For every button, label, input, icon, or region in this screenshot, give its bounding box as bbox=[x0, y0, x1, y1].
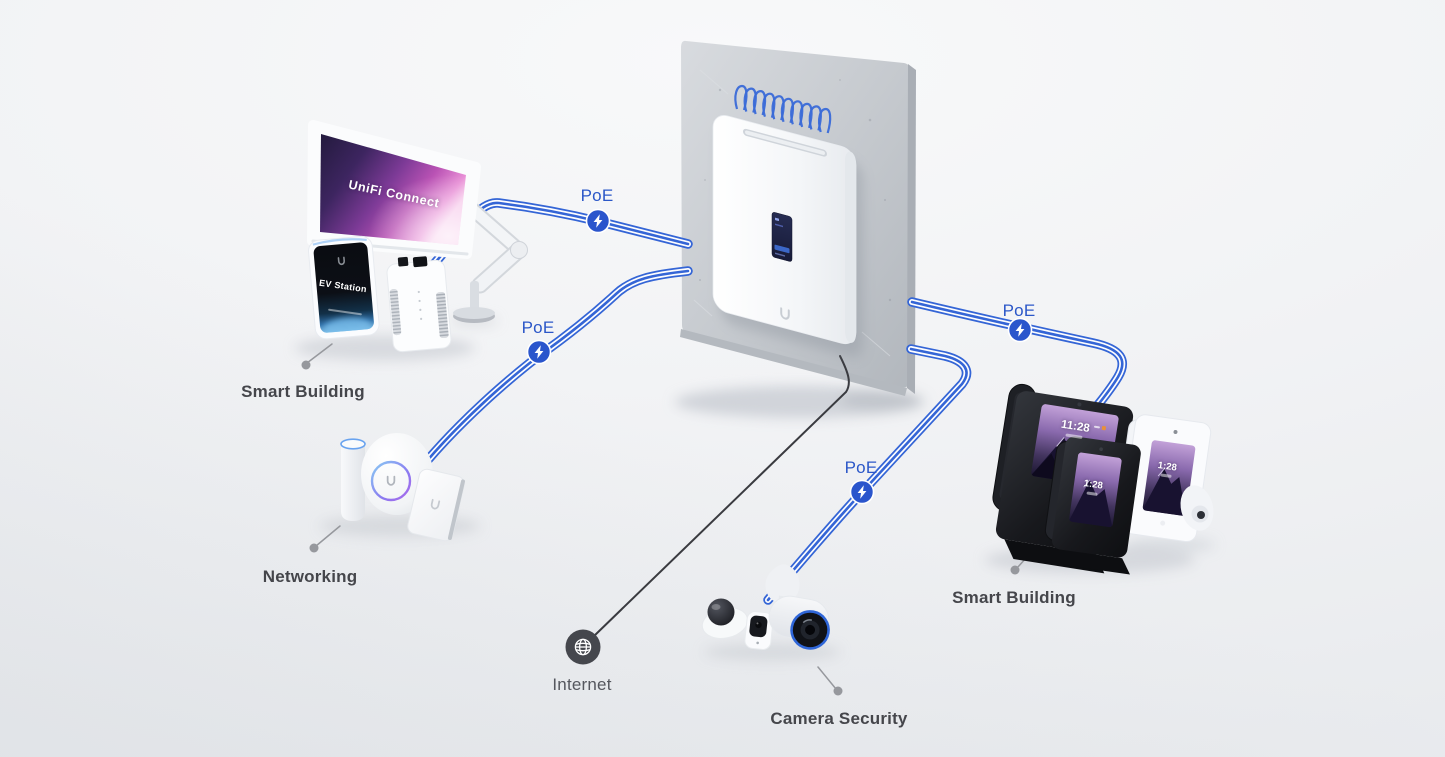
bullet-camera bbox=[768, 595, 830, 650]
dome-camera bbox=[701, 598, 749, 639]
poe-lightning-icon bbox=[585, 208, 611, 234]
poe-lightning-icon bbox=[1007, 317, 1033, 343]
monitor-arm bbox=[453, 200, 528, 323]
hub-status-screen bbox=[771, 212, 793, 262]
ap-led-ring bbox=[370, 460, 412, 502]
poe-lightning-icon bbox=[849, 479, 875, 505]
ap-blue-ring bbox=[340, 438, 366, 450]
camera-security-label: Camera Security bbox=[770, 709, 908, 728]
inwall-access-point bbox=[407, 468, 465, 542]
connect-display-monitor bbox=[307, 120, 481, 259]
poe-label-2: PoE bbox=[521, 318, 555, 337]
internet-label: Internet bbox=[552, 675, 612, 694]
poe-label-3: PoE bbox=[1002, 301, 1036, 320]
access-points-group bbox=[340, 433, 465, 542]
cameras-group bbox=[701, 564, 830, 650]
poe-lightning-icon bbox=[526, 339, 552, 365]
door-device bbox=[1180, 485, 1214, 531]
internet-cable bbox=[592, 355, 850, 638]
smart-building-right-label: Smart Building bbox=[952, 588, 1076, 607]
internet-globe-icon bbox=[565, 629, 601, 665]
compact-camera bbox=[744, 611, 774, 650]
poe-label-1: PoE bbox=[580, 186, 614, 205]
smart-building-left-label: Smart Building bbox=[241, 382, 365, 401]
camera-led-ring bbox=[790, 610, 830, 650]
poe-label-4: PoE bbox=[844, 458, 878, 477]
ev-charger-box bbox=[386, 256, 452, 353]
phones-group bbox=[992, 383, 1214, 575]
gateway-hub-device bbox=[712, 115, 863, 357]
leader-lines bbox=[301, 343, 1038, 696]
ev-station-device bbox=[308, 235, 380, 340]
phone-white-clock: 1:28 bbox=[1157, 460, 1177, 478]
phone-small-clock: 1:28 bbox=[1083, 478, 1103, 496]
networking-label: Networking bbox=[262, 567, 358, 586]
